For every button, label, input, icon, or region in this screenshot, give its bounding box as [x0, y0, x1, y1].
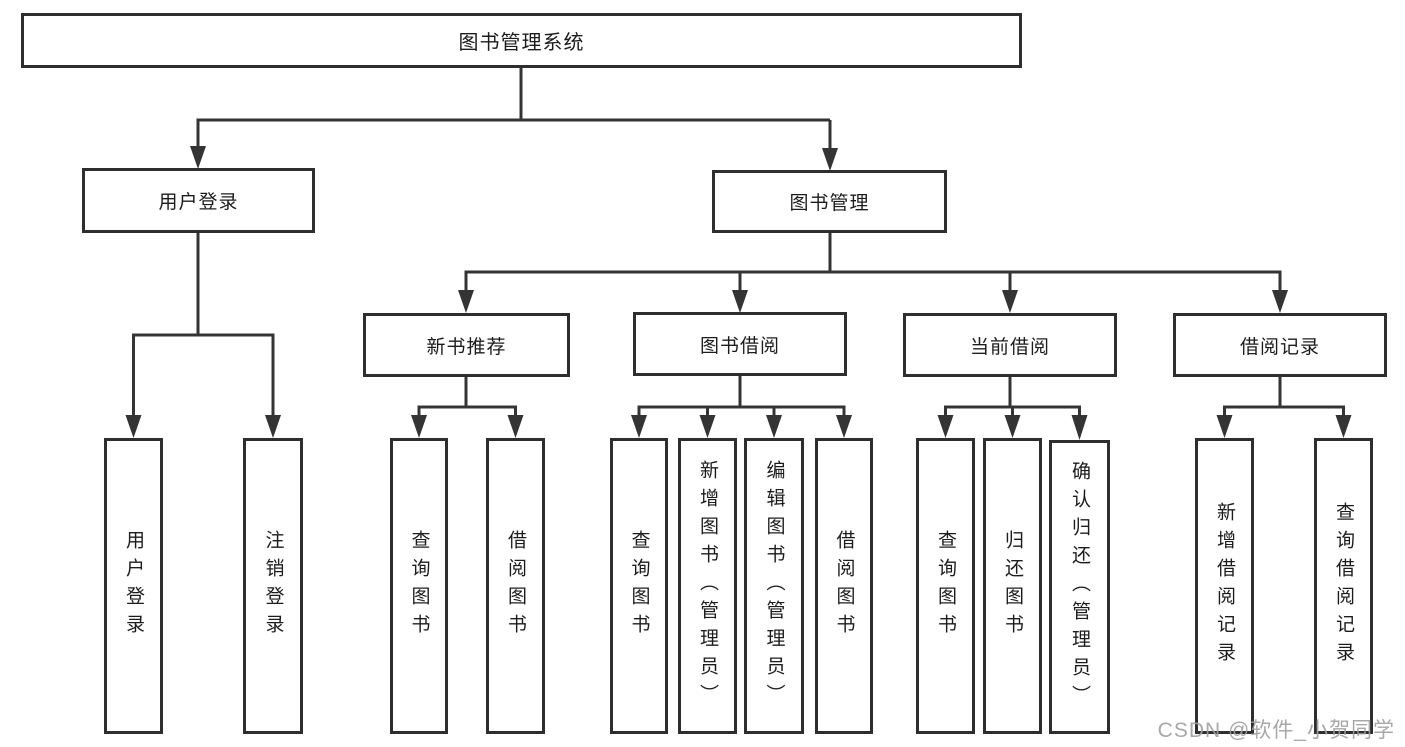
- leaf-query-borrow-record: 查询借阅记录: [1314, 438, 1373, 734]
- leaf-edit-books-admin: 编辑图书（管理员）: [744, 438, 804, 734]
- node-label: 确认归还（管理员）: [1069, 461, 1090, 713]
- node-label: 用户登录: [158, 192, 239, 213]
- node-label: 借阅图书: [833, 530, 855, 642]
- node-label: 借阅图书: [505, 530, 526, 642]
- leaf-logout: 注销登录: [243, 438, 303, 734]
- node-book-management: 图书管理: [712, 170, 947, 233]
- node-label: 编辑图书（管理员）: [763, 460, 785, 712]
- node-label: 归还图书: [1002, 530, 1023, 642]
- arrowheads: [125, 146, 1352, 440]
- node-label: 查询图书: [628, 530, 650, 642]
- node-label: 新增借阅记录: [1214, 502, 1235, 670]
- node-label: 注销登录: [262, 530, 284, 642]
- leaf-return-books: 归还图书: [983, 438, 1042, 734]
- node-label: 图书管理: [789, 193, 870, 214]
- node-label: 用户登录: [123, 530, 144, 642]
- leaf-borrow-books-recommendation: 借阅图书: [486, 438, 545, 734]
- leaf-borrow-books-borrowing: 借阅图书: [815, 438, 873, 734]
- node-label: 查询借阅记录: [1333, 502, 1354, 670]
- node-new-book-recommendation: 新书推荐: [363, 313, 570, 377]
- node-borrowing-records: 借阅记录: [1173, 313, 1387, 377]
- node-label: 借阅记录: [1239, 336, 1320, 358]
- node-label: 图书管理系统: [458, 32, 585, 54]
- leaf-query-books-recommendation: 查询图书: [390, 438, 448, 734]
- leaf-user-login: 用户登录: [104, 438, 163, 734]
- node-user-login: 用户登录: [82, 168, 315, 233]
- leaf-add-books-admin: 新增图书（管理员）: [678, 438, 737, 734]
- leaf-add-borrow-record: 新增借阅记录: [1195, 438, 1254, 734]
- node-label: 新书推荐: [426, 336, 507, 358]
- node-book-borrowing: 图书借阅: [633, 312, 847, 376]
- node-label: 图书借阅: [699, 335, 780, 357]
- leaf-query-books-borrowing: 查询图书: [610, 438, 668, 734]
- leaf-query-books-current: 查询图书: [916, 438, 975, 734]
- node-current-borrowing: 当前借阅: [903, 313, 1117, 377]
- node-library-management-system: 图书管理系统: [21, 13, 1022, 68]
- node-label: 查询图书: [935, 530, 956, 642]
- node-label: 查询图书: [408, 530, 430, 642]
- node-label: 当前借阅: [969, 336, 1050, 358]
- node-label: 新增图书（管理员）: [697, 460, 718, 712]
- leaf-confirm-return-admin: 确认归还（管理员）: [1049, 440, 1110, 734]
